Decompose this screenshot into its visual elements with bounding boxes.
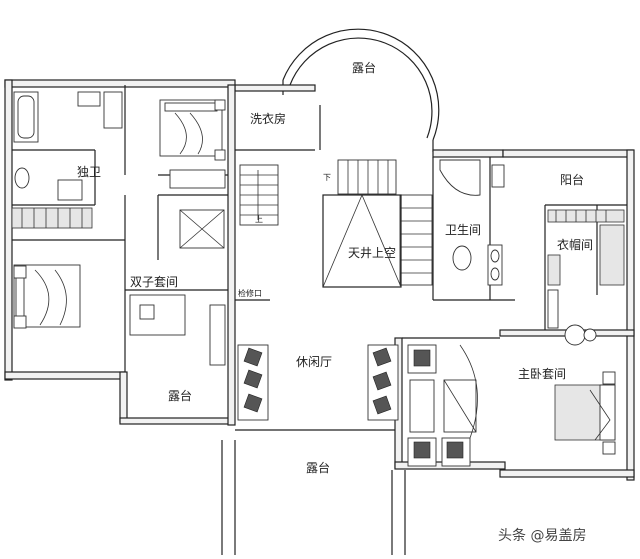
label-master-suite: 主卧套间 xyxy=(518,367,566,381)
stairs-left xyxy=(239,164,279,226)
twin-suite-furniture xyxy=(129,294,226,366)
label-terrace-left: 露台 xyxy=(168,388,192,403)
upper-bedroom xyxy=(159,99,226,189)
vanity xyxy=(57,179,83,201)
label-twin-suite: 双子套间 xyxy=(130,275,178,289)
wall-left xyxy=(4,79,13,381)
shower xyxy=(103,91,123,129)
outer-walls xyxy=(4,79,635,481)
watermark: 头条 @易盖房 xyxy=(498,527,586,544)
label-bathroom: 卫生间 xyxy=(445,223,481,237)
label-balcony: 阳台 xyxy=(560,172,584,187)
label-atrium: 天井上空 xyxy=(348,246,396,260)
label-stair-up: 上 xyxy=(255,215,263,224)
sink xyxy=(77,91,101,107)
terrace-top-area xyxy=(282,28,440,152)
label-cloakroom: 衣帽间 xyxy=(557,237,593,252)
label-private-bath: 独卫 xyxy=(77,165,101,179)
wall-center-left xyxy=(227,84,236,426)
cloakroom-racks xyxy=(547,209,625,346)
label-access-hatch: 检修口 xyxy=(238,288,262,298)
desk-upper xyxy=(169,169,226,189)
corner-tub xyxy=(439,159,481,196)
wall-top-right-2 xyxy=(502,149,634,158)
desk-twin xyxy=(129,294,186,336)
wall-terrace-left-bottom xyxy=(119,417,231,425)
label-laundry: 洗衣房 xyxy=(250,111,286,126)
elevator xyxy=(179,209,225,249)
toilet-master xyxy=(452,245,472,271)
closet-strip xyxy=(11,207,93,229)
label-terrace-bottom: 露台 xyxy=(306,460,330,475)
lower-bedroom xyxy=(13,264,81,329)
label-leisure-hall: 休闲厅 xyxy=(296,355,332,369)
toilet xyxy=(14,167,30,189)
wall-bottom-right xyxy=(499,469,635,478)
wall-top-left xyxy=(4,79,236,88)
bathroom-fixtures xyxy=(439,159,505,286)
atrium-void xyxy=(322,194,402,288)
label-terrace-top: 露台 xyxy=(352,60,376,75)
lounge-sofa xyxy=(409,379,435,433)
label-stair-down: 下 xyxy=(323,173,331,182)
wall-top-right-1 xyxy=(432,149,504,158)
wall-bottom-left xyxy=(4,371,126,380)
wall-right xyxy=(626,149,635,481)
master-bed xyxy=(554,371,616,455)
leisure-sofas xyxy=(237,344,399,421)
terrace-bottom-railings xyxy=(221,429,406,555)
wall-terrace-left xyxy=(119,371,128,423)
wall-top-mid xyxy=(234,84,316,92)
private-bath-fixtures xyxy=(13,91,123,201)
lounge-furniture xyxy=(407,344,478,467)
interior-walls xyxy=(12,85,627,372)
stairs-right xyxy=(337,159,433,286)
